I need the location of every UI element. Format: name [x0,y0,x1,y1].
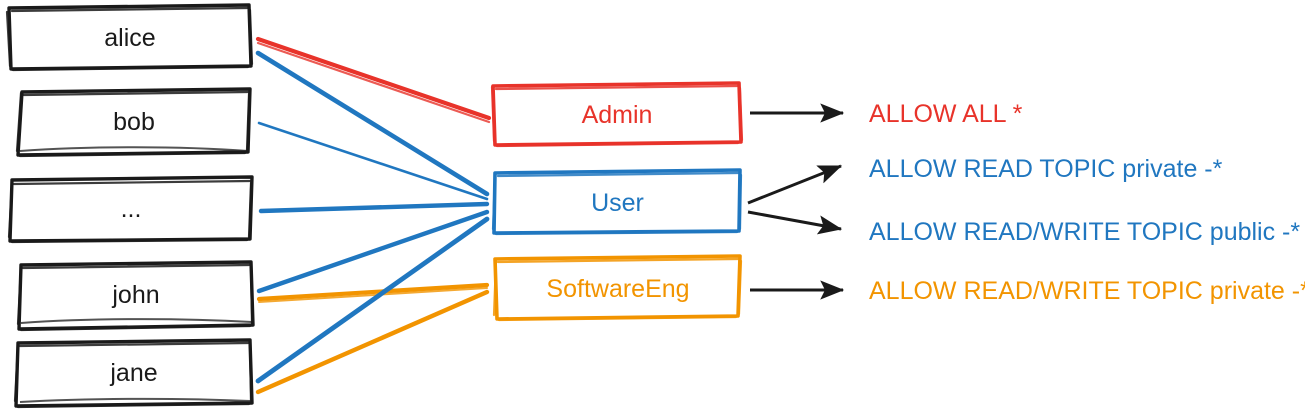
user-box-alice[interactable] [5,3,254,72]
link-jane-softwareeng [255,289,490,395]
user-label-jane: jane [110,359,158,387]
role-box-user[interactable] [491,168,743,236]
user-label-more: ... [120,195,142,223]
user-label-alice: alice [104,24,156,52]
link-alice-user [255,50,490,197]
link-john-user [256,209,490,294]
arrow-user-permission-readwrite [747,210,843,235]
link-alice-admin [255,36,492,124]
link-john-softwareeng [256,282,490,303]
user-box-jane[interactable] [13,338,254,409]
role-box-softwareeng[interactable] [492,254,743,322]
role-label-softwareeng: SoftwareEng [546,275,690,303]
permission-label-softwareeng: ALLOW READ/WRITE TOPIC private -* [869,277,1305,305]
permission-label-user-read: ALLOW READ TOPIC private -* [869,155,1223,183]
link-more-user [258,201,490,214]
arrow-user-permission-read [747,164,843,205]
user-box-john[interactable] [16,260,255,332]
permission-label-user-readwrite: ALLOW READ/WRITE TOPIC public -* [869,218,1301,246]
link-jane-user [255,216,490,384]
role-label-user: User [591,189,644,217]
role-label-admin: Admin [581,101,653,129]
user-label-bob: bob [113,108,155,136]
user-label-john: john [112,281,160,309]
user-box-bob[interactable] [15,87,252,158]
role-box-admin[interactable] [490,81,744,148]
permission-label-admin: ALLOW ALL * [869,100,1023,128]
user-box-more[interactable] [7,175,254,244]
link-bob-user [257,121,489,201]
